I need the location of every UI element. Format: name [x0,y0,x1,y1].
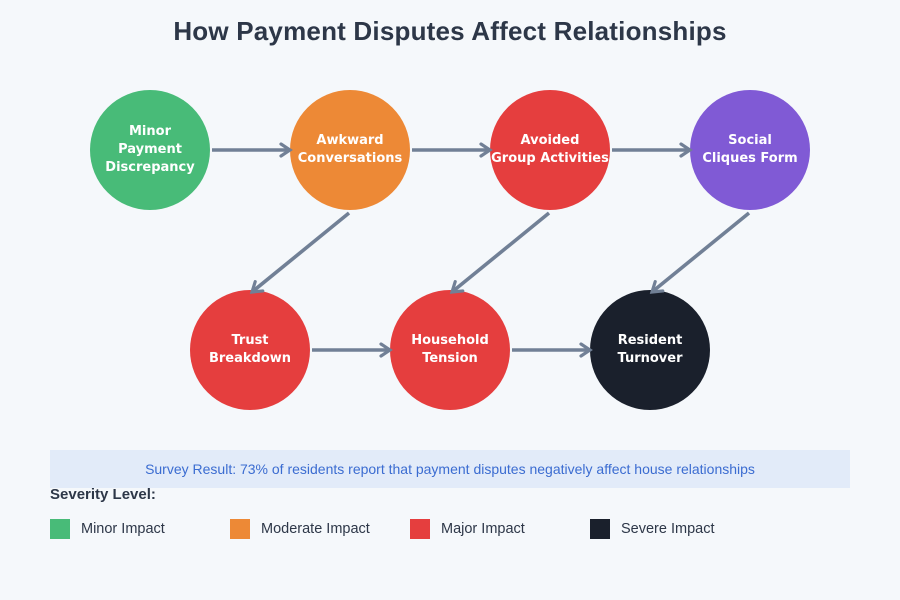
arrow-cliques-to-turnover [649,211,751,294]
node-label-line: Turnover [617,351,683,366]
node-label-line: Resident [617,333,683,348]
node-label-line: Tension [422,351,478,366]
major-impact-swatch [410,519,430,539]
legend-item-severe: Severe Impact [590,519,715,539]
arrow-avoided-to-household [449,211,551,294]
node-label-line: Cliques Form [702,151,798,166]
moderate-impact-swatch [230,519,250,539]
node-label-line: Trust [231,333,269,348]
legend-item-minor: Minor Impact [50,519,165,539]
minor-impact-swatch [50,519,70,539]
node-label-line: Awkward [316,133,384,148]
node-label-line: Payment [118,142,182,157]
node-label-line: Avoided [520,133,580,148]
survey-result-banner: Survey Result: 73% of residents report t… [50,450,850,488]
legend-label: Moderate Impact [261,521,370,537]
node-label-line: Household [411,333,489,348]
node-label-line: Social [728,133,772,148]
severe-impact-swatch [590,519,610,539]
page-title: How Payment Disputes Affect Relationship… [173,16,727,46]
node-awkward-conversations: Awkward Conversations [290,90,410,210]
node-resident-turnover: Resident Turnover [590,290,710,410]
node-label-line: Conversations [297,151,403,166]
node-label-line: Group Activities [491,151,609,166]
legend-label: Severe Impact [621,521,715,537]
node-trust-breakdown: Trust Breakdown [190,290,310,410]
node-minor-payment-discrepancy: Minor Payment Discrepancy [90,90,210,210]
legend-label: Major Impact [441,521,525,537]
node-avoided-group-activities: Avoided Group Activities [490,90,610,210]
arrow-awkward-to-trust [249,211,351,294]
legend-label: Minor Impact [81,521,165,537]
legend-item-major: Major Impact [410,519,525,539]
node-social-cliques-form: Social Cliques Form [690,90,810,210]
node-household-tension: Household Tension [390,290,510,410]
legend-item-moderate: Moderate Impact [230,519,370,539]
node-label-line: Minor [129,124,171,139]
node-label-line: Breakdown [208,351,292,366]
severity-level-heading: Severity Level: [50,486,156,503]
survey-result-text: Survey Result: 73% of residents report t… [145,461,755,477]
node-label-line: Discrepancy [105,160,195,175]
